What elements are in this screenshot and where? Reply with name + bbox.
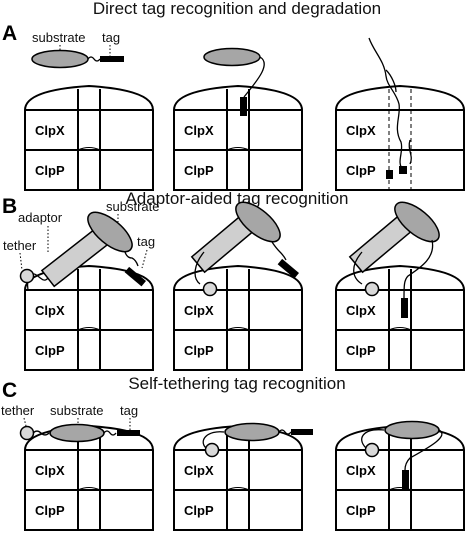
- tag-block: [291, 429, 313, 435]
- clpx-label: ClpX: [184, 123, 214, 138]
- tether-linker: [361, 429, 385, 449]
- tag-label: tag: [102, 30, 120, 45]
- substrate-ellipse: [224, 422, 280, 442]
- clpx-label: ClpX: [346, 123, 376, 138]
- linker: [103, 430, 117, 436]
- clpp-label: ClpP: [184, 503, 214, 518]
- clpx-label: ClpX: [184, 463, 214, 478]
- panel-b-title: Adaptor-aided tag recognition: [125, 189, 348, 208]
- panel-b-letter: B: [2, 195, 17, 218]
- clp-machine-c1: ClpX ClpP: [24, 425, 154, 531]
- clpx-label: ClpX: [35, 123, 65, 138]
- clp-machine-b3: ClpX ClpP: [335, 265, 465, 371]
- tether-circle: [364, 281, 380, 297]
- clpp-label: ClpP: [35, 343, 65, 358]
- tether-circle: [364, 442, 380, 458]
- clp-machine-a1: ClpX ClpP: [24, 85, 154, 191]
- tag-block: [277, 258, 299, 279]
- clpx-label: ClpX: [346, 303, 376, 318]
- linker: [404, 429, 443, 471]
- clp-machine-b2: ClpX ClpP: [173, 265, 303, 371]
- linker: [278, 429, 292, 435]
- tag-block: [117, 430, 140, 436]
- substrate-label: substrate: [50, 403, 103, 418]
- linker: [403, 239, 434, 299]
- peptide-fragment: [386, 170, 393, 179]
- clp-machine-a2: ClpX ClpP: [173, 85, 303, 191]
- panel-a: A Direct tag recognition and degradation…: [2, 0, 465, 191]
- tether-linker: [353, 251, 363, 285]
- substrate-ellipse: [31, 49, 89, 69]
- clp-machine-b1: ClpX ClpP: [24, 265, 154, 371]
- clpp-label: ClpP: [184, 343, 214, 358]
- clpp-label: ClpP: [346, 503, 376, 518]
- panel-b: B Adaptor-aided tag recognition ClpX Clp…: [2, 189, 465, 371]
- tether-circle: [202, 281, 218, 297]
- tag-block: [100, 56, 124, 62]
- clpp-label: ClpP: [35, 503, 65, 518]
- tether-linker: [32, 430, 50, 436]
- substrate-ellipse: [394, 201, 440, 243]
- tag-block: [124, 266, 146, 287]
- clpx-label: ClpX: [184, 303, 214, 318]
- substrate-ellipse: [87, 211, 133, 253]
- substrate-ellipse: [203, 47, 261, 67]
- tether-label: tether: [3, 238, 37, 253]
- tag-block: [401, 298, 408, 318]
- clpp-label: ClpP: [346, 343, 376, 358]
- tag-label: tag: [120, 403, 138, 418]
- linker: [243, 56, 265, 98]
- clp-machine-c3: ClpX ClpP: [335, 425, 465, 531]
- linker: [124, 251, 139, 267]
- clpx-label: ClpX: [35, 303, 65, 318]
- tether-linker: [194, 251, 205, 285]
- clp-machine-a3: ClpX ClpP: [335, 85, 465, 191]
- clpp-label: ClpP: [346, 163, 376, 178]
- substrate-ellipse: [49, 423, 105, 443]
- panel-c: C Self-tethering tag recognition ClpX Cl…: [1, 374, 465, 531]
- clpp-label: ClpP: [35, 163, 65, 178]
- clpx-label: ClpX: [346, 463, 376, 478]
- substrate-ellipse: [235, 201, 281, 243]
- panel-c-title: Self-tethering tag recognition: [128, 374, 345, 393]
- tether-circle: [19, 268, 35, 284]
- substrate-label: substrate: [32, 30, 85, 45]
- panel-a-letter: A: [2, 22, 17, 45]
- substrate-ellipse: [384, 420, 440, 440]
- linker: [87, 56, 101, 62]
- tether-linker: [202, 431, 225, 449]
- tether-label: tether: [1, 403, 35, 418]
- panel-c-letter: C: [2, 379, 17, 402]
- tag-label: tag: [137, 234, 155, 249]
- linker: [271, 241, 287, 261]
- unfolded-chain: [368, 37, 404, 171]
- adaptor-label: adaptor: [18, 210, 63, 225]
- tag-block: [402, 470, 409, 490]
- substrate-label: substrate: [106, 199, 159, 214]
- clpx-label: ClpX: [35, 463, 65, 478]
- tag-block: [240, 97, 247, 116]
- peptide-fragment: [399, 166, 407, 174]
- tether-circle: [19, 425, 35, 441]
- clpp-label: ClpP: [184, 163, 214, 178]
- clp-machine-c2: ClpX ClpP: [173, 425, 303, 531]
- panel-a-title: Direct tag recognition and degradation: [93, 0, 381, 18]
- tether-circle: [204, 442, 220, 458]
